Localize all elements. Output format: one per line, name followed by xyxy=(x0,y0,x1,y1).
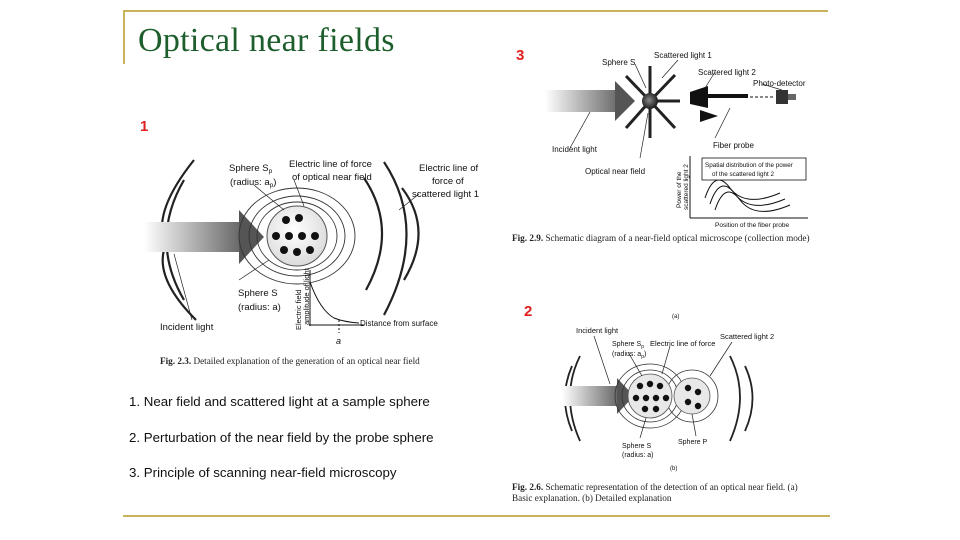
bullet-2: 2. Perturbation of the near field by the… xyxy=(129,430,434,445)
incident-beam xyxy=(545,90,615,112)
label-field-axis-2: amplitude of light xyxy=(302,267,311,325)
label-power-axis-2: scattered light 2 xyxy=(683,164,690,210)
slide-title: Optical near fields xyxy=(138,22,395,59)
figure-near-field-detection: (a) Incident ligh xyxy=(550,306,790,478)
plot-legend-box xyxy=(701,157,807,181)
label-spatial-1: Spatial distribution of the power xyxy=(705,162,793,169)
label-line-force-scat-1: Electric line of xyxy=(419,163,478,174)
label-sphere-sp: Sphere Sp xyxy=(229,163,273,175)
caption-fig-2-6-line-1: Fig. 2.6. Schematic representation of th… xyxy=(512,482,798,492)
label-radius-ap: (radius: ap) xyxy=(230,177,276,189)
incident-beam xyxy=(144,222,239,252)
leader-lines xyxy=(569,59,783,159)
label-line-force-scat-2: force of xyxy=(432,176,464,187)
leader-lines xyxy=(173,179,420,321)
bullet-1: 1. Near field and scattered light at a s… xyxy=(129,394,430,409)
label-incident-light: Incident light xyxy=(576,326,619,335)
dipole-charges xyxy=(632,380,702,413)
label-line-force-near-1: Electric line of force xyxy=(289,159,372,170)
incident-beam-arrowhead xyxy=(615,81,635,121)
label-position-axis: Position of the fiber probe xyxy=(715,222,789,229)
caption-fig-2-6-line-2: Basic explanation. (b) Detailed explanat… xyxy=(512,493,672,503)
sphere-p xyxy=(673,377,711,415)
label-sphere-s: Sphere S xyxy=(602,58,635,67)
label-near-field: Optical near field xyxy=(585,167,645,176)
label-panel-b: (b) xyxy=(670,466,677,472)
marker-3: 3 xyxy=(516,47,525,64)
incident-beam xyxy=(562,386,617,406)
label-scattered-1: Scattered light 1 xyxy=(654,51,712,60)
incident-beam-arrowhead xyxy=(239,210,264,264)
fiber-probe-tip xyxy=(690,86,708,108)
field-amplitude-plot xyxy=(309,270,364,333)
frame-bottom-rule xyxy=(123,515,830,517)
fiber-probe xyxy=(708,94,748,98)
frame-top-rule xyxy=(123,10,828,12)
marker-1: 1 xyxy=(140,118,149,135)
probe-detection-diagram: (a) Incident ligh xyxy=(562,314,774,472)
leader-lines xyxy=(593,335,733,439)
label-incident-light: Incident light xyxy=(552,145,598,154)
label-a-mark: a xyxy=(336,336,341,346)
nsom-diagram: Sphere S Scattered light 1 Scattered lig… xyxy=(545,51,808,229)
label-sphere-p: Sphere P xyxy=(678,439,708,446)
label-sphere-sp: Sphere Sp xyxy=(612,341,644,350)
label-line-force-scat-3: scattered light 1 xyxy=(412,189,479,200)
label-distance-axis: Distance from surface xyxy=(360,319,438,328)
figure-near-field-generation: Sphere Sp (radius: ap) Electric line of … xyxy=(134,150,494,350)
scattered-arcs-right xyxy=(363,161,420,316)
label-radius-a: (radius: a) xyxy=(238,302,281,313)
bullet-3: 3. Principle of scanning near-field micr… xyxy=(129,465,397,480)
label-scattered-2: Scattered light 2 xyxy=(698,68,756,77)
label-sphere-s: Sphere S xyxy=(238,288,278,299)
dipole-charges xyxy=(272,214,319,256)
scattered-2-arrow xyxy=(700,110,718,122)
label-sphere-s: Sphere S xyxy=(622,443,652,450)
label-radius-a: (radius: a) xyxy=(622,452,654,459)
caption-fig-2-9: Fig. 2.9. Schematic diagram of a near-fi… xyxy=(512,233,810,243)
label-scattered-2: Scattered light 2 xyxy=(720,332,774,341)
label-line-force: Electric line of force xyxy=(650,339,715,348)
marker-2: 2 xyxy=(524,303,533,320)
label-radius-ap: (radius: ap) xyxy=(612,351,646,360)
label-field-axis-1: Electric field xyxy=(294,290,303,330)
label-panel-a: (a) xyxy=(672,314,679,320)
frame-left-accent xyxy=(123,10,125,64)
figure-nsom-collection-mode: Sphere S Scattered light 1 Scattered lig… xyxy=(540,48,840,230)
near-field-diagram: Sphere Sp (radius: ap) Electric line of … xyxy=(144,159,479,346)
photo-detector xyxy=(776,90,788,104)
label-spatial-2: of the scattered light 2 xyxy=(712,171,774,178)
caption-fig-2-3: Fig. 2.3. Detailed explanation of the ge… xyxy=(160,356,420,366)
label-line-force-near-2: of optical near field xyxy=(292,172,372,183)
sample-sphere xyxy=(642,93,658,109)
label-power-axis-1: Power of the xyxy=(676,171,683,208)
power-distribution-plot xyxy=(689,156,808,219)
incident-beam-arrowhead xyxy=(617,378,634,414)
label-incident-light: Incident light xyxy=(160,322,214,333)
label-photo-detector: Photo-detector xyxy=(753,79,806,88)
label-fiber-probe: Fiber probe xyxy=(713,141,754,150)
